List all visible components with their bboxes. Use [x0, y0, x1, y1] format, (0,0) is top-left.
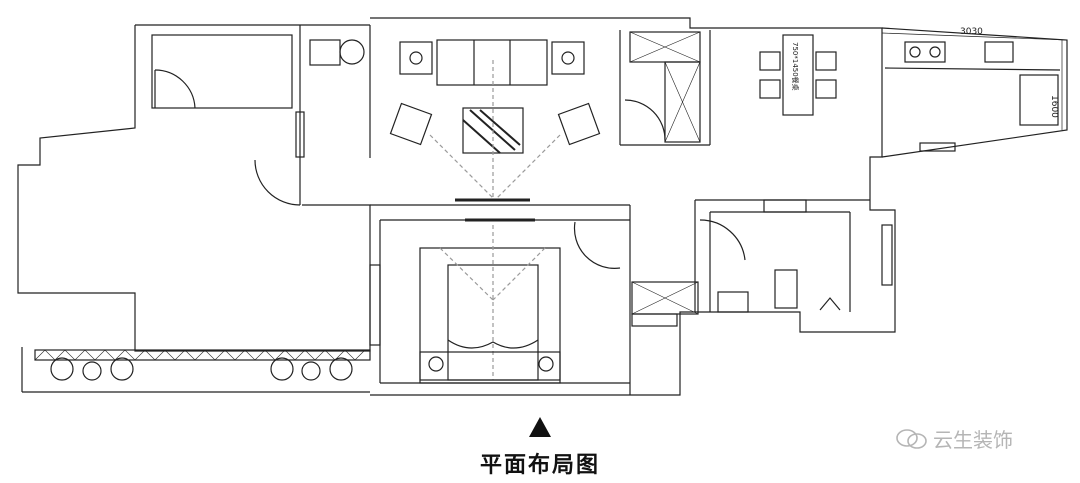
watermark-text: 云生装饰 [933, 428, 1013, 452]
kitchen-counter [884, 41, 1061, 126]
doors [154, 69, 746, 269]
dining-table [759, 34, 837, 116]
dimension-width-label: 3030 [960, 27, 983, 37]
wechat-icon [896, 428, 927, 449]
outer-walls [17, 17, 1068, 396]
plan-caption: 平面布局图 [479, 453, 600, 478]
dining-table-label: 750*1450餐桌 [791, 42, 800, 91]
double-bed [419, 225, 561, 384]
dimension-depth-label: 1600 [1049, 95, 1059, 118]
watermark: 云生装饰 [895, 424, 1013, 453]
sofa-set [389, 39, 601, 154]
windows [295, 111, 956, 346]
plants [50, 357, 353, 381]
balcony-railing [34, 349, 371, 361]
wardrobe [629, 31, 701, 327]
north-arrow-icon [529, 417, 551, 437]
dimension-lines [881, 32, 1068, 130]
tv-unit [429, 60, 561, 222]
bathroom-fixtures [309, 39, 841, 313]
